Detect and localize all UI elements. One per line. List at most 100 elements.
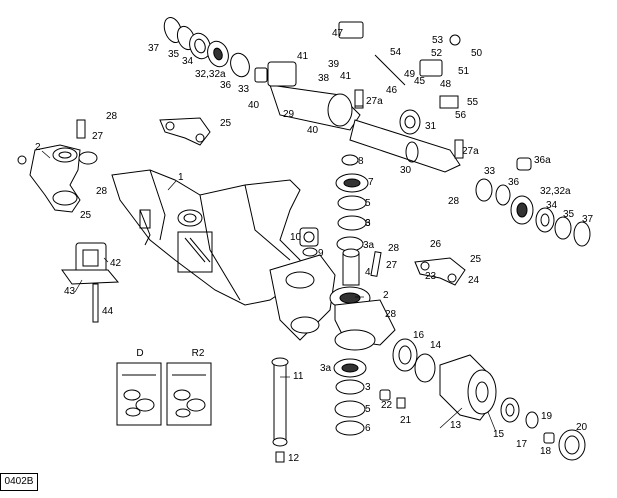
callout-36a: 36a: [534, 155, 551, 166]
kit-r2-box: R2: [166, 348, 212, 426]
callout-51: 51: [458, 66, 470, 77]
callout-2-left: 2: [35, 142, 41, 153]
left-seal-stack: [163, 16, 268, 83]
callout-7: 7: [368, 177, 374, 188]
callout-3-upper: 3: [365, 218, 371, 229]
callout-3-lower: 3: [365, 382, 371, 393]
kingpin-shaft: [271, 357, 289, 463]
callout-49: 49: [404, 69, 416, 80]
kit-d-label: D: [136, 348, 143, 359]
callout-6-upper: 6: [365, 218, 371, 229]
callout-25-left: 25: [80, 210, 92, 221]
callout-33-left: 33: [238, 84, 250, 95]
callout-30: 30: [400, 165, 412, 176]
callout-13: 13: [450, 420, 462, 431]
callout-8: 8: [358, 156, 364, 167]
callout-23: 23: [425, 271, 437, 282]
callout-28-d: 28: [388, 243, 400, 254]
callout-41-right: 41: [340, 71, 352, 82]
callout-28-c: 28: [448, 196, 460, 207]
right-tie-rod-arm: [414, 257, 466, 286]
callout-36-right: 36: [508, 177, 520, 188]
callout-55: 55: [467, 97, 479, 108]
kit-d-box: D: [116, 348, 162, 426]
callout-44: 44: [102, 306, 114, 317]
callout-5-lower: 5: [365, 404, 371, 415]
callout-38: 38: [318, 73, 330, 84]
callout-18: 18: [540, 446, 552, 457]
callout-11: 11: [293, 371, 304, 382]
callout-40-right: 40: [307, 125, 319, 136]
callout-50: 50: [471, 48, 483, 59]
callout-10: 10: [290, 232, 302, 243]
callout-37-left: 37: [148, 43, 160, 54]
callout-36-left: 36: [220, 80, 232, 91]
callout-45: 45: [414, 76, 426, 87]
callout-15: 15: [493, 429, 505, 440]
callout-21: 21: [400, 415, 412, 426]
callout-48: 48: [440, 79, 452, 90]
bracket-assembly: [61, 242, 120, 323]
callout-27a-right: 27a: [462, 146, 479, 157]
callout-27a-top: 27a: [366, 96, 383, 107]
callout-40-left: 40: [248, 100, 260, 111]
reference-code: 0402B: [0, 473, 38, 491]
callout-43: 43: [64, 286, 76, 297]
callout-25-top: 25: [220, 118, 232, 129]
callout-9: 9: [318, 248, 324, 259]
callout-1: 1: [178, 172, 184, 183]
right-seal-stack: [475, 157, 591, 247]
callout-14: 14: [430, 340, 442, 351]
callout-6-lower: 6: [365, 423, 371, 434]
callout-28-b: 28: [96, 186, 108, 197]
callout-24: 24: [468, 275, 480, 286]
misc-fasteners: [76, 21, 461, 409]
right-steering-knuckle: [329, 286, 396, 351]
callout-27-right: 27: [386, 260, 398, 271]
callout-3a-lower: 3a: [320, 363, 332, 374]
steering-cylinder: [267, 61, 464, 173]
callout-41-left: 41: [297, 51, 309, 62]
callout-34-left: 34: [182, 56, 194, 67]
callout-35-left: 35: [168, 49, 180, 60]
callout-54: 54: [390, 47, 402, 58]
callout-16: 16: [413, 330, 425, 341]
callout-2-right: 2: [383, 290, 389, 301]
callout-34-right: 34: [546, 200, 558, 211]
callout-32-left: 32,32a: [195, 69, 226, 80]
leader-lines: [41, 150, 497, 433]
callout-labels: 1 2 2 3 3 3a 3a 4 5 5 6 6 7 8 9 10 11 12…: [35, 28, 594, 464]
callout-42: 42: [110, 258, 122, 269]
callout-53: 53: [432, 35, 444, 46]
callout-28-a: 28: [106, 111, 118, 122]
upper-kingpin-stack: [299, 154, 369, 286]
callout-28-e: 28: [385, 309, 397, 320]
wheel-hub: [392, 338, 586, 461]
left-tie-rod-arm: [159, 117, 211, 146]
callout-20: 20: [576, 422, 588, 433]
callout-33-right: 33: [484, 166, 496, 177]
callout-52: 52: [431, 48, 443, 59]
callout-35-right: 35: [563, 209, 575, 220]
callout-17: 17: [516, 439, 528, 450]
callout-5-upper: 5: [365, 198, 371, 209]
callout-12: 12: [288, 453, 300, 464]
callout-31: 31: [425, 121, 437, 132]
callout-39: 39: [328, 59, 340, 70]
callout-26: 26: [430, 239, 442, 250]
callout-19: 19: [541, 411, 553, 422]
callout-25-right: 25: [470, 254, 482, 265]
callout-27-left: 27: [92, 131, 104, 142]
callout-3a-upper: 3a: [363, 240, 375, 251]
axle-beam: [111, 169, 336, 341]
left-steering-knuckle: [17, 144, 81, 213]
callout-47: 47: [332, 28, 344, 39]
callout-46: 46: [386, 85, 398, 96]
callout-22: 22: [381, 400, 393, 411]
callout-32-right: 32,32a: [540, 186, 571, 197]
kit-r2-label: R2: [192, 348, 205, 359]
callout-4: 4: [365, 267, 371, 278]
callout-37-right: 37: [582, 214, 594, 225]
callout-56: 56: [455, 110, 467, 121]
